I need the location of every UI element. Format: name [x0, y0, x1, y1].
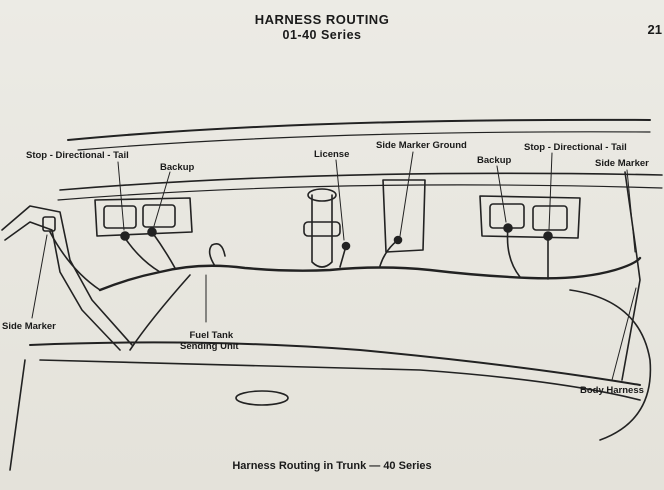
connector-marker-ground: [393, 235, 403, 245]
right-taillamp-housing: [479, 195, 581, 239]
label-side-marker-right: Side Marker: [595, 158, 649, 169]
rear-ledge-line: [67, 118, 651, 141]
rear-ledge-line-2: [77, 131, 651, 151]
wire-to-left-backup: [151, 231, 176, 269]
label-stop-directional-tail-left: Stop - Directional - Tail: [26, 150, 129, 161]
trunk-floor-front-edge: [29, 341, 641, 386]
connector-left-stop: [120, 231, 130, 241]
left-taillamp-housing: [94, 197, 193, 237]
label-stop-directional-tail-right: Stop - Directional - Tail: [524, 142, 627, 153]
label-fuel-tank-line2: Sending Unit: [180, 341, 239, 352]
spare-tire-well-right: [569, 289, 652, 441]
wire-down-to-floor: [129, 274, 191, 351]
body-harness-wire: [98, 256, 642, 292]
label-license: License: [314, 149, 350, 160]
label-fuel-tank: Fuel Tank Sending Unit: [180, 330, 239, 352]
connector-license: [341, 241, 351, 251]
label-side-marker-left: Side Marker: [2, 321, 56, 332]
connector-right-stop: [543, 231, 553, 241]
wire-to-fuel-tank: [208, 243, 226, 267]
page-subtitle: 01-40 Series: [282, 28, 362, 42]
label-backup-left: Backup: [160, 162, 195, 173]
left-quarter-inner: [4, 221, 121, 351]
left-side-marker-socket: [42, 216, 56, 232]
wire-to-right-backup: [506, 227, 521, 278]
rear-panel-top-2: [57, 184, 663, 201]
trunk-floor-lower-edge: [39, 359, 641, 401]
label-fuel-tank-line1: Fuel Tank: [189, 330, 234, 341]
left-quarter-panel: [1, 205, 133, 346]
wire-to-marker-ground: [379, 239, 399, 267]
page-title: HARNESS ROUTING: [254, 12, 390, 27]
trunk-sill-left: [9, 359, 26, 471]
wire-to-left-stop: [124, 237, 161, 273]
center-latch-assembly: [303, 179, 426, 268]
right-pillar: [621, 171, 641, 381]
leader-lines: [31, 151, 637, 381]
label-body-harness: Body Harness: [580, 385, 644, 396]
connector-left-backup: [147, 227, 157, 237]
figure-caption: Harness Routing in Trunk — 40 Series: [232, 460, 432, 472]
label-side-marker-ground: Side Marker Ground: [376, 140, 467, 151]
sill-opening: [235, 390, 289, 406]
label-backup-right: Backup: [477, 155, 512, 166]
connector-right-backup: [503, 223, 513, 233]
page-number: 21: [647, 22, 662, 37]
rear-panel-top: [59, 172, 663, 191]
wire-to-side-marker-left: [49, 231, 101, 291]
